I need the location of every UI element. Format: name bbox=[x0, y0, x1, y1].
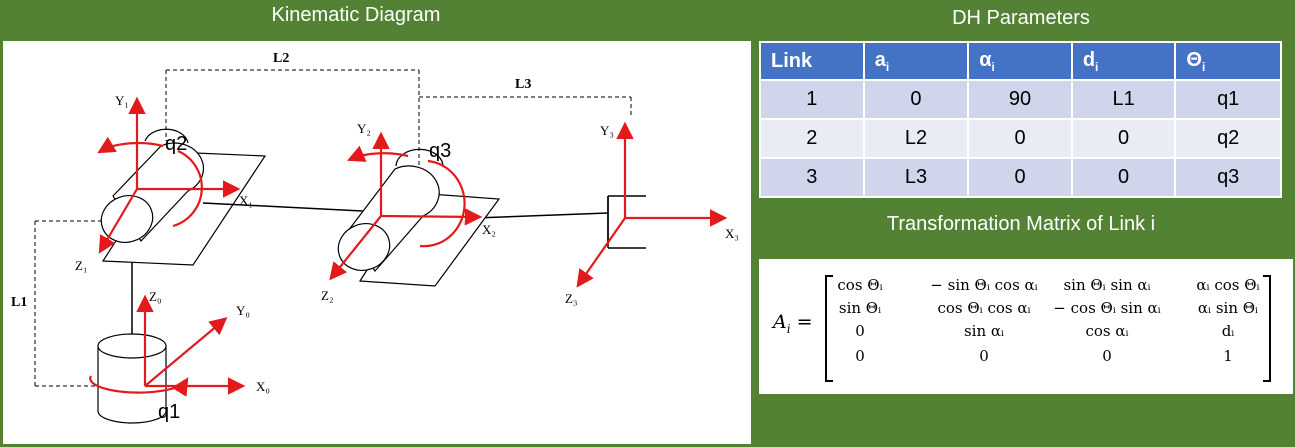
matrix-right-bracket bbox=[1263, 275, 1271, 382]
matrix-cell: cos αᵢ bbox=[1085, 322, 1129, 340]
matrix-cell: 0 bbox=[979, 347, 989, 365]
kinematic-diagram-canvas: L2 L3 L1 Y₁ X₁ Z₁ Y₂ X₂ Z₂ Y₃ X₃ Z₃ Z₀ Y… bbox=[11, 51, 739, 424]
joint3-cylinder bbox=[337, 148, 444, 272]
table-cell: 0 bbox=[967, 118, 1073, 159]
label-L3: L3 bbox=[515, 77, 531, 92]
matrix-cell: αᵢ sin Θᵢ bbox=[1197, 299, 1259, 317]
table-cell: L1 bbox=[1070, 79, 1177, 120]
label-X0: X₀ bbox=[256, 379, 270, 394]
table-row: 3 L3 0 0 q3 bbox=[759, 157, 1282, 198]
matrix-cell: 0 bbox=[1102, 347, 1112, 365]
table-cell: L3 bbox=[862, 157, 970, 198]
matrix-cell: dᵢ bbox=[1221, 322, 1235, 340]
kinematic-diagram-title: Kinematic Diagram bbox=[271, 4, 441, 26]
table-row: 1 0 90 L1 q1 bbox=[759, 79, 1282, 120]
label-Z0: Z₀ bbox=[149, 289, 161, 304]
end-effector bbox=[607, 195, 646, 249]
transformation-matrix-title: Transformation Matrix of Link i bbox=[886, 213, 1156, 235]
table-cell: 1 bbox=[759, 79, 865, 120]
label-Z3: Z₃ bbox=[565, 291, 577, 306]
table-cell: 0 bbox=[1070, 118, 1177, 159]
coordinate-axes bbox=[98, 96, 728, 395]
kinematic-diagram-panel: L2 L3 L1 Y₁ X₁ Z₁ Y₂ X₂ Z₂ Y₃ X₃ Z₃ Z₀ Y… bbox=[3, 41, 751, 444]
dh-parameters-title: DH Parameters bbox=[952, 7, 1090, 29]
header-alpha: αi bbox=[967, 41, 1073, 81]
header-link: Link bbox=[759, 41, 865, 81]
matrix-cell: 0 bbox=[855, 347, 865, 365]
table-cell: 0 bbox=[862, 79, 970, 120]
label-q1: q1 bbox=[158, 401, 180, 423]
matrix-cell: − cos Θᵢ sin αᵢ bbox=[1053, 299, 1161, 317]
label-Y2: Y₂ bbox=[357, 121, 371, 136]
label-Y3: Y₃ bbox=[600, 123, 614, 138]
table-cell: 0 bbox=[967, 157, 1073, 198]
table-cell: 90 bbox=[967, 79, 1073, 120]
label-q2: q2 bbox=[165, 133, 187, 155]
table-cell: 2 bbox=[759, 118, 865, 159]
label-X3: X₃ bbox=[725, 226, 739, 241]
matrix-cell: − sin Θᵢ cos αᵢ bbox=[930, 276, 1038, 294]
matrix-cell: 0 bbox=[855, 322, 865, 340]
label-Y1: Y₁ bbox=[115, 93, 129, 108]
matrix-cell: αᵢ cos Θᵢ bbox=[1196, 276, 1260, 294]
base-cylinder bbox=[97, 333, 167, 424]
header-d: di bbox=[1070, 41, 1177, 81]
matrix-left-bracket bbox=[825, 275, 833, 382]
label-Z1: Z₁ bbox=[75, 258, 87, 273]
table-cell: q1 bbox=[1174, 79, 1282, 120]
table-cell: L2 bbox=[862, 118, 970, 159]
transformation-matrix-panel: Ai = cos Θᵢ − sin Θᵢ cos αᵢ sin Θᵢ sin αᵢ α… bbox=[759, 259, 1293, 394]
matrix-cell: sin αᵢ bbox=[963, 322, 1005, 340]
header-a: ai bbox=[862, 41, 970, 81]
rotation-arrows bbox=[89, 136, 466, 397]
table-header-row: Link ai αi di Θi bbox=[759, 41, 1282, 81]
table-cell: 0 bbox=[1070, 157, 1177, 198]
label-X1: X₁ bbox=[239, 193, 253, 208]
matrix-cell: cos Θᵢ cos αᵢ bbox=[937, 299, 1031, 317]
label-Y0: Y₀ bbox=[236, 303, 250, 318]
label-L1: L1 bbox=[11, 295, 27, 310]
matrix-lhs: Ai = bbox=[773, 311, 813, 336]
table-cell: q2 bbox=[1174, 118, 1282, 159]
matrix-cell: cos Θᵢ bbox=[837, 276, 883, 294]
label-Z2: Z₂ bbox=[321, 288, 333, 303]
table-row: 2 L2 0 0 q2 bbox=[759, 118, 1282, 159]
label-q3: q3 bbox=[429, 140, 451, 162]
header-theta: Θi bbox=[1174, 41, 1282, 81]
table-cell: q3 bbox=[1174, 157, 1282, 198]
table-cell: 3 bbox=[759, 157, 865, 198]
matrix-cell: 1 bbox=[1223, 347, 1233, 365]
dh-parameters-table: Link ai αi di Θi 1 0 90 L1 q1 2 L2 0 0 q… bbox=[759, 41, 1282, 198]
label-X2: X₂ bbox=[482, 222, 496, 237]
label-L2: L2 bbox=[273, 51, 289, 66]
matrix-cell: sin Θᵢ bbox=[838, 299, 882, 317]
matrix-cell: sin Θᵢ sin αᵢ bbox=[1063, 276, 1151, 294]
